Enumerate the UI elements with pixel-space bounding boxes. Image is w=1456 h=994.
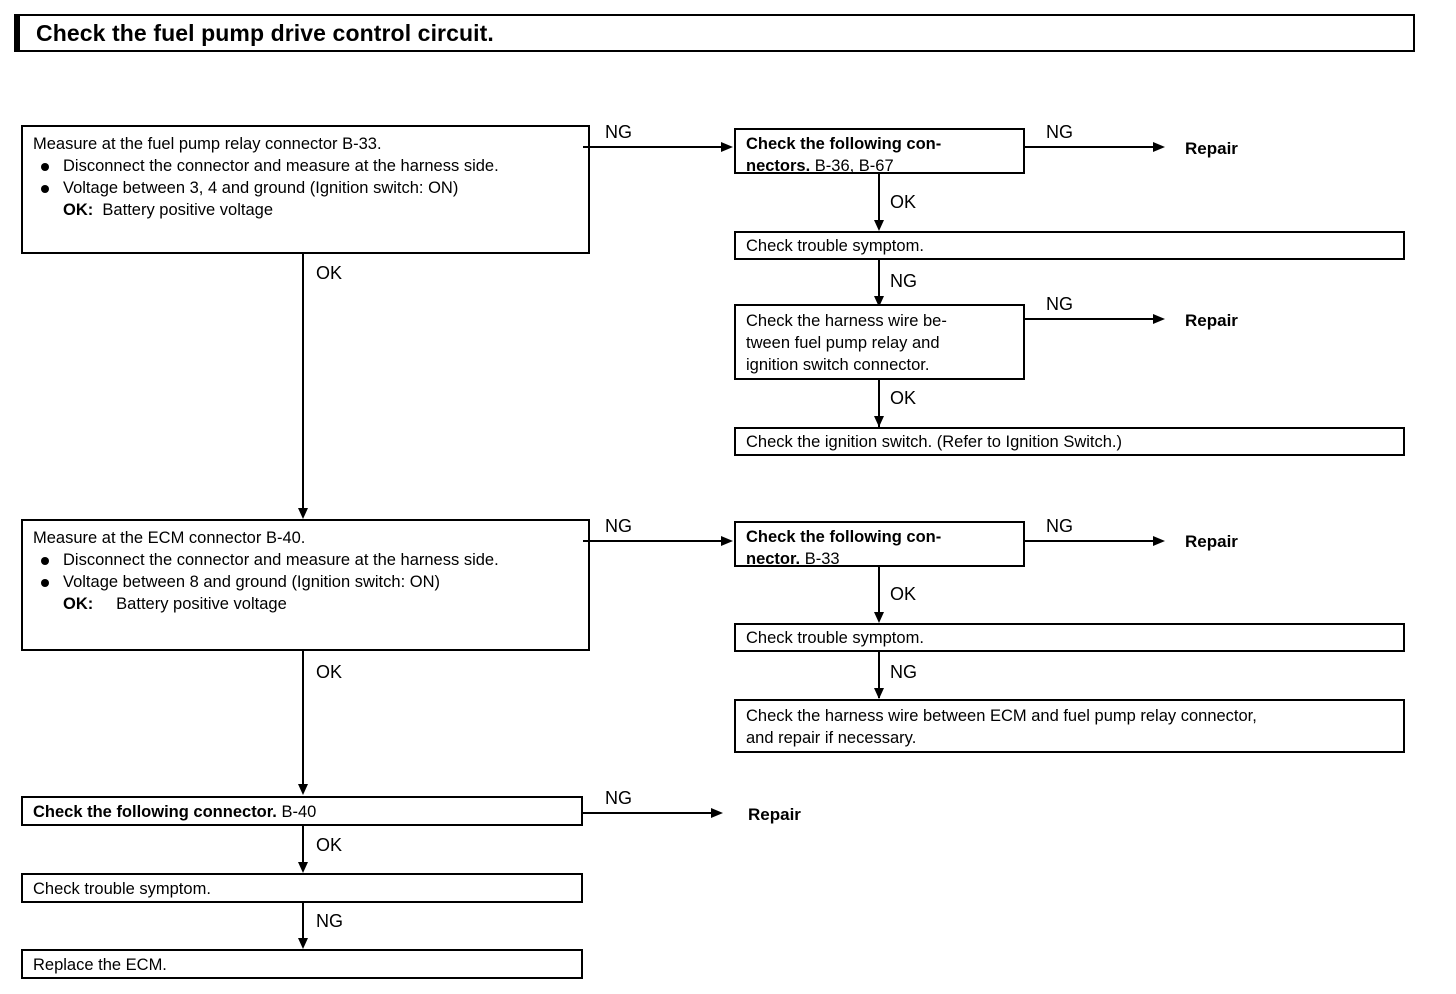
connector-line-ng-repair-2 <box>1025 318 1155 320</box>
measure-ecm-ok-value: Battery positive voltage <box>116 595 287 613</box>
edge-label-ok: OK <box>890 388 917 408</box>
terminal-repair-4: Repair <box>748 805 801 824</box>
check-trouble-symptom-1-text: Check trouble symptom. <box>746 237 924 255</box>
replace-ecm-text: Replace the ECM. <box>33 956 167 974</box>
connector-line-ok-main-1 <box>302 254 304 516</box>
edge-label-ng: NG <box>1046 122 1073 142</box>
arrow-down-icon <box>874 612 884 623</box>
box-check-harness-ecm-relay: Check the harness wire between ECM and f… <box>734 699 1405 753</box>
arrow-down-icon <box>298 508 308 519</box>
arrow-down-icon <box>874 220 884 231</box>
edge-label-ng: NG <box>1046 516 1073 536</box>
harness-relay-line1: Check the harness wire be- <box>746 312 947 330</box>
harness-ecm-line1: Check the harness wire between ECM and f… <box>746 707 1257 725</box>
check-connector-b40-text: Check the following connector. B-40 <box>33 801 573 823</box>
box-check-connector-b40: Check the following connector. B-40 <box>21 796 583 826</box>
measure-relay-bullets: Disconnect the connector and measure at … <box>33 155 580 199</box>
box-check-ignition-switch: Check the ignition switch. (Refer to Ign… <box>734 427 1405 456</box>
connector-line-ng-relay <box>583 146 723 148</box>
harness-ecm-line2: and repair if necessary. <box>746 729 917 747</box>
edge-label-ng: NG <box>316 911 343 931</box>
edge-label-ok: OK <box>316 662 343 682</box>
edge-label-ng: NG <box>890 662 917 682</box>
box-check-trouble-symptom-1: Check trouble symptom. <box>734 231 1405 260</box>
check-connector-b33-line2-plain: B-33 <box>800 550 840 568</box>
arrow-down-icon <box>874 296 884 307</box>
box-check-trouble-symptom-3: Check trouble symptom. <box>21 873 583 903</box>
header-bar <box>14 14 1415 52</box>
check-connector-b33-line1: Check the following con- <box>746 528 942 546</box>
edge-label-ng: NG <box>890 271 917 291</box>
box-check-harness-relay-ignition: Check the harness wire be- tween fuel pu… <box>734 304 1025 380</box>
arrow-right-icon <box>721 142 733 152</box>
edge-label-ok: OK <box>890 192 917 212</box>
arrow-down-icon <box>298 784 308 795</box>
box-measure-ecm-connector: Measure at the ECM connector B-40. Disco… <box>21 519 590 651</box>
arrow-right-icon <box>711 808 723 818</box>
arrow-down-icon <box>298 862 308 873</box>
box-check-connector-b33: Check the following con- nector. B-33 <box>734 521 1025 570</box>
measure-ecm-ok-key: OK: <box>63 595 94 613</box>
measure-ecm-bullets: Disconnect the connector and measure at … <box>33 549 580 593</box>
measure-ecm-title: Measure at the ECM connector B-40. <box>33 529 306 547</box>
check-connector-b33-line2-bold: nector. <box>746 550 801 568</box>
list-item: Voltage between 3, 4 and ground (Ignitio… <box>33 177 580 199</box>
measure-relay-title: Measure at the fuel pump relay connector… <box>33 135 382 153</box>
connector-line-ng-repair-4 <box>583 812 713 814</box>
measure-relay-ok-row: OK: Battery positive voltage <box>33 199 580 221</box>
edge-label-ok: OK <box>316 263 343 283</box>
check-trouble-symptom-3-text: Check trouble symptom. <box>33 880 211 898</box>
list-item: Disconnect the connector and measure at … <box>33 549 580 571</box>
check-trouble-symptom-2-text: Check trouble symptom. <box>746 629 924 647</box>
arrow-right-icon <box>721 536 733 546</box>
check-ignition-switch-text: Check the ignition switch. (Refer to Ign… <box>746 433 1122 451</box>
connector-line-ng-4 <box>302 903 304 946</box>
connector-line-ok-main-2 <box>302 651 304 788</box>
page-title: Check the fuel pump drive control circui… <box>36 20 494 46</box>
arrow-down-icon <box>298 938 308 949</box>
check-connectors-line2-plain: B-36, B-67 <box>810 157 894 175</box>
arrow-right-icon <box>1153 314 1165 324</box>
connector-line-ng-ecm <box>583 540 723 542</box>
connector-line-ok-3 <box>878 567 880 616</box>
connector-line-ok-2 <box>878 380 880 427</box>
measure-ecm-ok-row: OK: Battery positive voltage <box>33 593 580 615</box>
list-item: Disconnect the connector and measure at … <box>33 155 580 177</box>
check-connectors-line2-bold: nectors. <box>746 157 811 175</box>
edge-label-ng: NG <box>1046 294 1073 314</box>
arrow-down-icon <box>874 688 884 699</box>
connector-line-ok-1 <box>878 174 880 224</box>
harness-relay-line2: tween fuel pump relay and <box>746 334 940 352</box>
edge-label-ng: NG <box>605 516 632 536</box>
check-connector-b33-line2: nector. B-33 <box>746 548 1015 570</box>
harness-relay-line3: ignition switch connector. <box>746 356 930 374</box>
arrow-right-icon <box>1153 142 1165 152</box>
list-item: Voltage between 8 and ground (Ignition s… <box>33 571 580 593</box>
connector-line-ng-repair-3 <box>1025 540 1155 542</box>
terminal-repair-3: Repair <box>1185 532 1238 551</box>
terminal-repair-1: Repair <box>1185 139 1238 158</box>
box-replace-ecm: Replace the ECM. <box>21 949 583 979</box>
terminal-repair-2: Repair <box>1185 311 1238 330</box>
edge-label-ng: NG <box>605 788 632 808</box>
check-connectors-line1: Check the following con- <box>746 135 942 153</box>
box-check-connectors-b36-b67: Check the following con- nectors. B-36, … <box>734 128 1025 177</box>
check-connector-b40-plain: B-40 <box>276 803 317 821</box>
measure-relay-ok-key: OK: <box>63 201 94 219</box>
connector-line-ok-4 <box>302 826 304 869</box>
edge-label-ok: OK <box>316 835 343 855</box>
check-connectors-line2: nectors. B-36, B-67 <box>746 155 1015 177</box>
arrow-right-icon <box>1153 536 1165 546</box>
check-connector-b40-bold: Check the following connector. <box>33 803 277 821</box>
measure-relay-ok-value: Battery positive voltage <box>102 201 274 219</box>
connector-line-ng-3 <box>878 652 880 698</box>
arrow-down-icon <box>874 416 884 427</box>
edge-label-ng: NG <box>605 122 632 142</box>
edge-label-ok: OK <box>890 584 917 604</box>
connector-line-ng-repair-1 <box>1025 146 1155 148</box>
box-measure-fuel-pump-relay: Measure at the fuel pump relay connector… <box>21 125 590 254</box>
box-check-trouble-symptom-2: Check trouble symptom. <box>734 623 1405 652</box>
connector-line-ng-2 <box>878 260 880 307</box>
